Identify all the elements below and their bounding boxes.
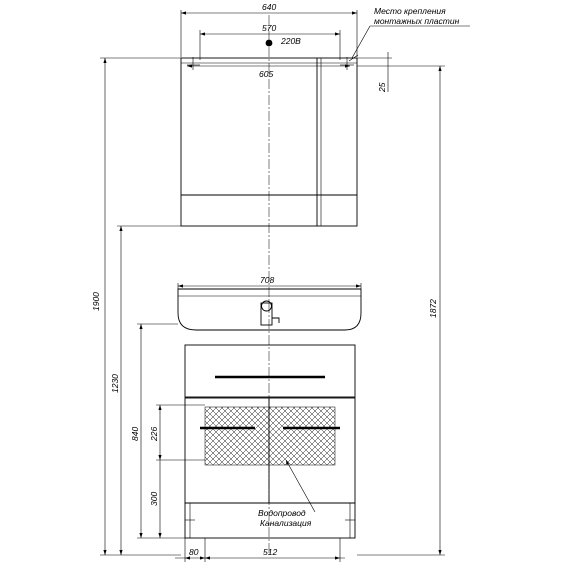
dim-mount-height: 1872 <box>357 65 445 556</box>
dim-niche-bottom-label: 300 <box>149 492 159 506</box>
dim-basin-width: 708 <box>177 275 362 289</box>
dim-leg-width-label: 80 <box>189 547 199 557</box>
mount-note-line2: монтажных пластин <box>374 16 460 26</box>
basin-outline <box>177 288 362 331</box>
dim-total-height: 1900 <box>91 57 181 556</box>
water-label: Водопровод <box>258 508 306 518</box>
dim-mount-offset: 605 <box>187 64 350 79</box>
power-outlet-dot <box>265 39 273 47</box>
cabinet-base <box>184 502 356 539</box>
faucet <box>260 300 280 326</box>
power-outlet: 220В <box>265 36 301 47</box>
vanity <box>177 288 362 539</box>
dim-top-height: 1230 <box>110 225 181 555</box>
faucet-spout <box>272 317 280 323</box>
dim-basin-width-label: 708 <box>260 275 274 285</box>
drawer-upper <box>184 344 356 398</box>
dim-counter-height: 840 <box>130 323 185 539</box>
dim-mirror-width-label: 640 <box>262 2 276 12</box>
dim-mount-offset-label: 605 <box>259 69 273 79</box>
dim-niche-bottom: 300 <box>149 460 162 538</box>
dim-cabinet-width-label: 512 <box>263 547 277 557</box>
dim-mount-span: 570 <box>199 23 341 60</box>
mount-note: Место крепления монтажных пластин <box>348 6 470 62</box>
faucet-body <box>260 302 273 326</box>
niche-mesh <box>204 406 336 466</box>
plumbing-note: Водопровод Канализация <box>258 459 316 528</box>
dim-mount-top: 25 <box>357 52 392 93</box>
faucet-handle <box>261 300 272 312</box>
dim-total-height-label: 1900 <box>91 292 101 311</box>
dim-counter-height-label: 840 <box>130 427 140 441</box>
mount-note-line1: Место крепления <box>374 6 446 16</box>
sewer-label: Канализация <box>260 518 312 528</box>
dim-mount-height-label: 1872 <box>428 299 438 318</box>
dim-top-height-label: 1230 <box>110 374 120 393</box>
dim-mount-span-label: 570 <box>262 23 276 33</box>
dim-mount-top-label: 25 <box>377 82 387 93</box>
dim-niche-height-label: 226 <box>149 427 159 442</box>
dim-niche-height: 226 <box>149 404 205 461</box>
power-label: 220В <box>280 36 301 46</box>
dim-bottom-widths: 80 512 <box>175 538 345 562</box>
